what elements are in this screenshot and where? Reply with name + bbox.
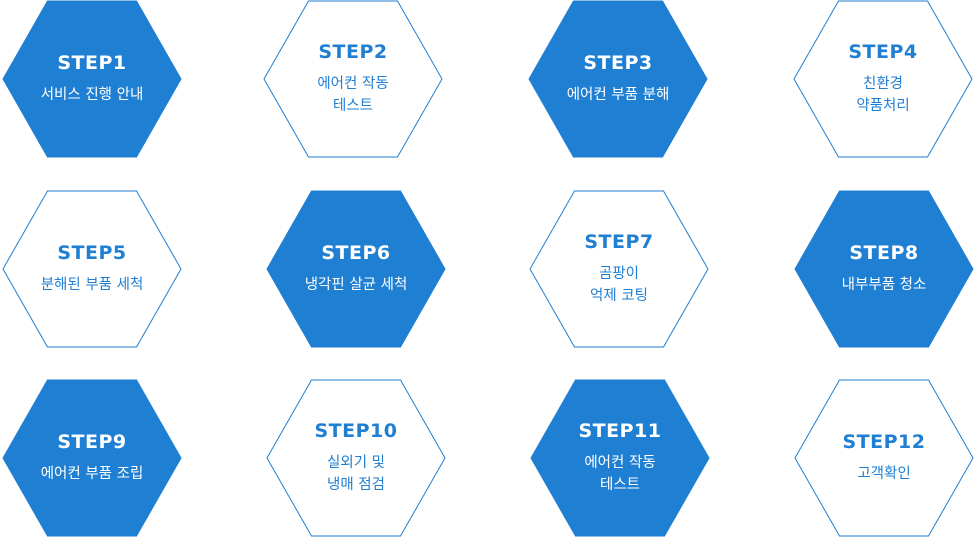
step-description: 서비스 진행 안내 — [40, 87, 144, 103]
step-label: STEP4 — [848, 41, 918, 63]
hexagon-shape — [530, 379, 710, 537]
step-4-hexagon: STEP4 친환경 약품처리 — [793, 0, 973, 158]
step-7-hexagon: STEP7 곰팡이 억제 코팅 — [529, 190, 709, 348]
hexagon-shape — [794, 379, 974, 537]
step-description: 냉각핀 살균 세척 — [304, 277, 408, 293]
hexagon-shape — [263, 0, 443, 158]
step-6-hexagon: STEP6 냉각핀 살균 세척 — [266, 190, 446, 348]
step-label: STEP5 — [57, 242, 127, 264]
step-label: STEP11 — [578, 420, 662, 442]
step-3-hexagon: STEP3 에어컨 부품 분해 — [528, 0, 708, 158]
hexagon-shape — [529, 190, 709, 348]
step-description: 친환경 약품처리 — [856, 76, 910, 114]
hexagon-shape — [794, 190, 974, 348]
step-11-hexagon: STEP11 에어컨 작동 테스트 — [530, 379, 710, 537]
step-label: STEP2 — [318, 41, 388, 63]
step-label: STEP6 — [321, 242, 391, 264]
step-9-hexagon: STEP9 에어컨 부품 조립 — [2, 379, 182, 537]
step-description: 실외기 및 냉매 점검 — [327, 455, 385, 493]
hexagon-shape — [266, 379, 446, 537]
step-10-hexagon: STEP10 실외기 및 냉매 점검 — [266, 379, 446, 537]
step-5-hexagon: STEP5 분해된 부품 세척 — [2, 190, 182, 348]
step-description: 에어컨 작동 테스트 — [584, 455, 656, 493]
step-description: 에어컨 부품 조립 — [40, 466, 144, 482]
step-label: STEP7 — [584, 231, 654, 253]
hexagon-shape — [793, 0, 973, 158]
step-label: STEP1 — [57, 52, 127, 74]
hexagon-shape — [2, 379, 182, 537]
step-label: STEP8 — [849, 242, 919, 264]
hexagon-shape — [266, 190, 446, 348]
step-label: STEP10 — [314, 420, 398, 442]
step-description: 분해된 부품 세척 — [40, 277, 144, 293]
step-label: STEP9 — [57, 431, 127, 453]
hexagon-shape — [2, 190, 182, 348]
step-label: STEP12 — [842, 431, 926, 453]
step-2-hexagon: STEP2 에어컨 작동 테스트 — [263, 0, 443, 158]
step-12-hexagon: STEP12 고객확인 — [794, 379, 974, 537]
step-description: 내부부품 청소 — [841, 277, 927, 293]
hexagon-shape — [2, 0, 182, 158]
step-description: 에어컨 작동 테스트 — [317, 76, 389, 114]
step-description: 곰팡이 억제 코팅 — [590, 266, 648, 304]
step-1-hexagon: STEP1 서비스 진행 안내 — [2, 0, 182, 158]
step-description: 에어컨 부품 분해 — [566, 87, 670, 103]
step-label: STEP3 — [583, 52, 653, 74]
hexagon-shape — [528, 0, 708, 158]
step-8-hexagon: STEP8 내부부품 청소 — [794, 190, 974, 348]
step-description: 고객확인 — [857, 466, 911, 482]
